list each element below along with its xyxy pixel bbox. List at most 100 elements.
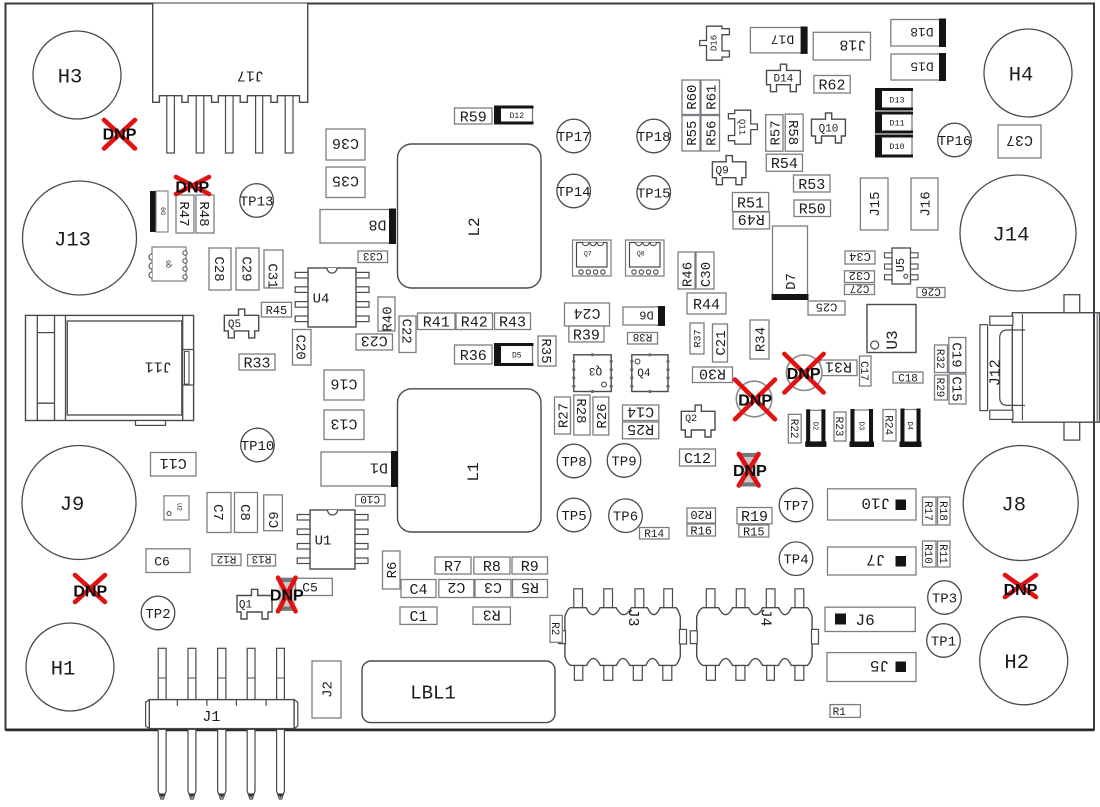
svg-text:D5: D5 <box>512 351 522 360</box>
svg-text:Q2: Q2 <box>685 414 697 425</box>
svg-text:R11: R11 <box>936 544 948 564</box>
svg-text:R23: R23 <box>832 417 844 437</box>
svg-text:R20: R20 <box>690 507 712 521</box>
svg-text:TP8: TP8 <box>561 455 586 471</box>
svg-text:J16: J16 <box>919 191 935 216</box>
svg-text:R9: R9 <box>521 559 539 576</box>
svg-text:R26: R26 <box>595 403 611 428</box>
svg-text:R34: R34 <box>754 327 770 352</box>
svg-text:D2: D2 <box>810 422 818 430</box>
svg-text:Q8: Q8 <box>637 250 645 257</box>
svg-text:R50: R50 <box>799 202 826 219</box>
svg-text:J6: J6 <box>855 612 874 630</box>
svg-text:J4: J4 <box>756 608 773 626</box>
svg-text:R1: R1 <box>833 707 847 719</box>
svg-text:LBL1: LBL1 <box>410 682 456 704</box>
svg-text:R62: R62 <box>818 78 845 95</box>
svg-text:D12: D12 <box>510 112 525 121</box>
svg-text:C12: C12 <box>684 451 711 468</box>
svg-text:C23: C23 <box>361 332 388 349</box>
svg-text:C2: C2 <box>447 578 465 595</box>
svg-text:R25: R25 <box>627 420 654 437</box>
svg-text:TP6: TP6 <box>613 510 638 526</box>
svg-text:R24: R24 <box>882 415 894 435</box>
svg-text:C16: C16 <box>330 375 357 392</box>
svg-text:R59: R59 <box>460 109 487 126</box>
svg-text:D17: D17 <box>771 32 794 47</box>
svg-text:R41: R41 <box>423 315 450 332</box>
svg-text:J1: J1 <box>202 709 220 726</box>
svg-text:TP7: TP7 <box>783 499 808 515</box>
svg-text:C10: C10 <box>360 492 380 504</box>
svg-text:C6: C6 <box>154 554 170 569</box>
svg-text:R32: R32 <box>933 349 945 369</box>
svg-text:D7: D7 <box>784 273 800 290</box>
svg-text:J2: J2 <box>321 681 337 698</box>
svg-text:J8: J8 <box>1001 494 1026 517</box>
svg-text:R44: R44 <box>693 297 720 314</box>
svg-text:J11: J11 <box>145 357 172 374</box>
svg-text:J10: J10 <box>861 494 890 512</box>
svg-text:R45: R45 <box>266 304 288 318</box>
svg-text:D1: D1 <box>370 459 388 476</box>
svg-text:C37: C37 <box>1006 131 1033 148</box>
svg-text:D13: D13 <box>889 95 904 105</box>
svg-text:R61: R61 <box>704 85 720 110</box>
svg-text:R42: R42 <box>461 315 488 332</box>
svg-text:Q9: Q9 <box>715 166 728 178</box>
svg-text:R6: R6 <box>385 562 401 579</box>
svg-text:C3: C3 <box>484 578 502 595</box>
svg-text:C19: C19 <box>947 342 963 367</box>
svg-text:R3: R3 <box>483 605 501 622</box>
svg-text:R27: R27 <box>557 403 573 428</box>
svg-text:C31: C31 <box>264 263 280 288</box>
svg-text:DNP: DNP <box>733 463 767 480</box>
svg-text:Q10: Q10 <box>819 124 839 136</box>
svg-text:C33: C33 <box>363 249 383 261</box>
svg-text:Q7: Q7 <box>584 250 592 257</box>
svg-text:R47: R47 <box>175 201 191 226</box>
svg-text:R48: R48 <box>195 201 211 226</box>
svg-text:R2: R2 <box>548 622 560 635</box>
svg-text:C36: C36 <box>332 134 359 151</box>
svg-text:TP16: TP16 <box>938 134 972 150</box>
svg-text:R22: R22 <box>787 419 799 439</box>
svg-text:C25: C25 <box>816 300 838 314</box>
svg-text:J17: J17 <box>237 66 264 83</box>
svg-text:D18: D18 <box>910 24 933 39</box>
svg-text:C5: C5 <box>302 581 318 596</box>
svg-text:U2: U2 <box>176 503 183 511</box>
svg-text:J13: J13 <box>54 229 91 252</box>
svg-text:H1: H1 <box>51 658 76 681</box>
svg-text:L1: L1 <box>465 462 483 481</box>
svg-text:DNP: DNP <box>1004 582 1038 599</box>
svg-text:J5: J5 <box>870 656 889 674</box>
svg-text:Q6: Q6 <box>165 260 172 268</box>
svg-text:R10: R10 <box>921 544 933 564</box>
svg-text:R54: R54 <box>771 156 798 173</box>
svg-text:C18: C18 <box>898 374 918 386</box>
svg-text:R7: R7 <box>444 559 462 576</box>
svg-text:R53: R53 <box>798 177 825 194</box>
svg-text:C34: C34 <box>849 249 871 263</box>
svg-text:C35: C35 <box>332 172 359 189</box>
svg-text:C9: C9 <box>267 511 283 528</box>
svg-text:C13: C13 <box>330 414 357 431</box>
svg-text:R12: R12 <box>217 552 237 564</box>
svg-text:D10: D10 <box>889 142 904 152</box>
svg-text:DNP: DNP <box>270 588 304 605</box>
svg-text:Q5: Q5 <box>228 319 241 331</box>
svg-text:TP5: TP5 <box>561 509 586 525</box>
svg-text:R14: R14 <box>644 529 664 541</box>
svg-text:R31: R31 <box>825 357 852 374</box>
svg-text:Q3: Q3 <box>589 364 602 376</box>
svg-text:R16: R16 <box>690 524 712 538</box>
svg-text:R40: R40 <box>381 306 397 331</box>
svg-text:R49: R49 <box>738 210 765 227</box>
svg-text:C15: C15 <box>948 376 964 401</box>
svg-text:TP17: TP17 <box>557 130 591 146</box>
svg-text:DNP: DNP <box>103 126 137 143</box>
svg-text:R51: R51 <box>737 195 764 212</box>
svg-text:J15: J15 <box>868 191 884 216</box>
svg-text:H3: H3 <box>58 66 83 89</box>
